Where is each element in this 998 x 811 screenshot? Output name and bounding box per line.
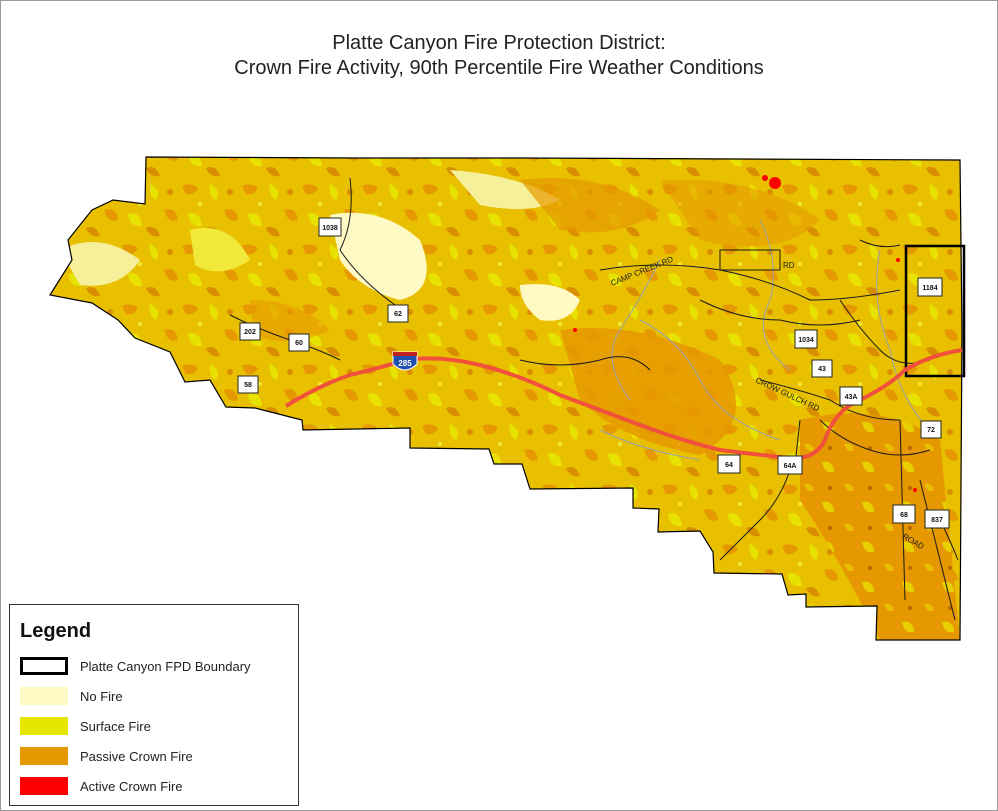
svg-text:72: 72 — [927, 427, 935, 434]
svg-text:1038: 1038 — [322, 225, 338, 232]
interstate-285-shield: 285 — [392, 351, 418, 371]
route-marker-1034: 1034 — [794, 329, 818, 349]
svg-text:62: 62 — [394, 311, 402, 318]
route-marker-72: 72 — [920, 420, 942, 439]
svg-text:58: 58 — [244, 382, 252, 389]
route-marker-62: 62 — [387, 304, 409, 323]
route-markers: 1038 202 60 58 62 1034 43 43A 1184 72 64… — [237, 217, 950, 529]
route-marker-202: 202 — [239, 322, 261, 341]
streams — [599, 219, 931, 461]
legend-label-passive-crown-fire: Passive Crown Fire — [80, 749, 193, 764]
legend-label-active-crown-fire: Active Crown Fire — [80, 779, 183, 794]
route-marker-43a: 43A — [839, 386, 863, 406]
map-title-line1: Platte Canyon Fire Protection District: — [332, 32, 666, 54]
legend-label-no-fire: No Fire — [80, 689, 123, 704]
legend-swatch-passive-crown-fire — [20, 747, 68, 765]
legend-title: Legend — [20, 620, 92, 642]
route-marker-837: 837 — [924, 509, 950, 529]
legend-label-surface-fire: Surface Fire — [80, 719, 151, 734]
svg-text:1184: 1184 — [922, 285, 937, 292]
svg-text:64A: 64A — [784, 463, 797, 470]
svg-text:43: 43 — [818, 366, 826, 373]
legend-swatch-surface-fire — [20, 717, 68, 735]
route-marker-64a: 64A — [777, 455, 803, 475]
svg-text:60: 60 — [295, 340, 303, 347]
svg-text:285: 285 — [398, 359, 412, 368]
road-label-rd: RD — [783, 261, 795, 270]
map-title: Platte Canyon Fire Protection District: … — [0, 31, 998, 81]
svg-text:837: 837 — [931, 517, 943, 524]
svg-text:1034: 1034 — [798, 337, 814, 344]
svg-text:202: 202 — [244, 329, 256, 336]
svg-text:64: 64 — [725, 462, 733, 469]
route-marker-43: 43 — [811, 359, 833, 378]
map-title-line2: Crown Fire Activity, 90th Percentile Fir… — [234, 57, 764, 79]
district-fire-area — [50, 157, 962, 640]
legend-swatch-no-fire — [20, 687, 68, 705]
legend: Legend Platte Canyon FPD Boundary No Fir… — [9, 604, 299, 806]
legend-swatch-active-crown-fire — [20, 777, 68, 795]
route-marker-1184: 1184 — [917, 277, 943, 297]
route-marker-60: 60 — [288, 333, 310, 352]
route-marker-1038: 1038 — [318, 217, 342, 237]
route-marker-58: 58 — [237, 375, 259, 394]
route-marker-64: 64 — [717, 454, 741, 474]
fpd-boundary-inset — [904, 244, 966, 378]
route-marker-68: 68 — [892, 504, 916, 524]
svg-text:43A: 43A — [845, 394, 858, 401]
legend-swatch-boundary — [20, 657, 68, 675]
svg-text:68: 68 — [900, 512, 908, 519]
district-boundary — [49, 156, 963, 641]
legend-label-boundary: Platte Canyon FPD Boundary — [80, 659, 251, 674]
